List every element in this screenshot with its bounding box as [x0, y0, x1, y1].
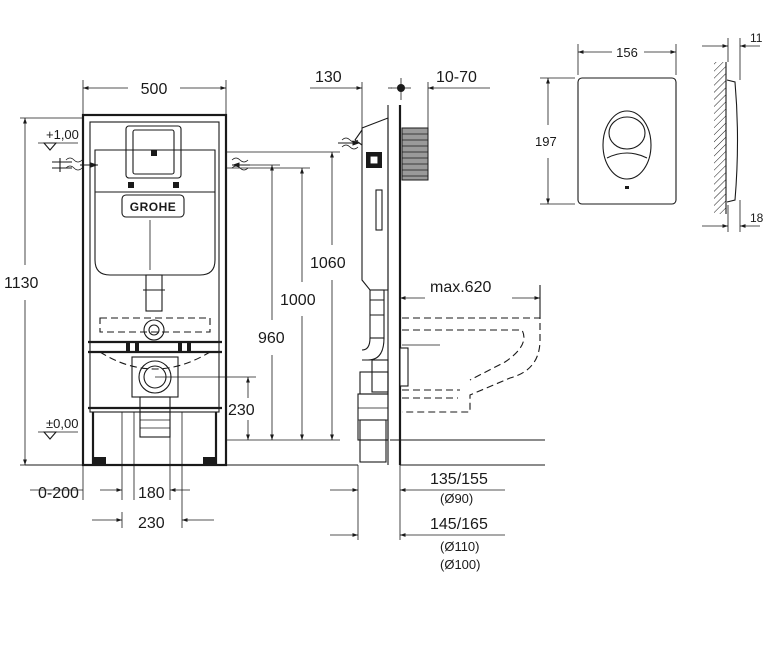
dim-230-width: 230: [138, 515, 165, 532]
side-view-dimensions: [310, 78, 540, 540]
dim-130: 130: [315, 69, 342, 86]
dim-135-155: 135/155: [430, 471, 488, 488]
dim-156: 156: [616, 45, 638, 60]
dim-197: 197: [535, 134, 557, 149]
dim-1000: 1000: [280, 292, 316, 309]
dim-10-70: 10-70: [436, 69, 477, 86]
dim-0-200: 0-200: [38, 485, 79, 502]
dim-145-165: 145/165: [430, 516, 488, 533]
dim-500: 500: [141, 81, 168, 98]
dim-11: 11: [750, 31, 763, 45]
level-plus-label: +1,00: [46, 127, 79, 142]
grohe-logo-text: GROHE: [130, 200, 177, 214]
flush-plate-front: [540, 44, 677, 205]
dim-1060: 1060: [310, 255, 346, 272]
dim-18: 18: [750, 211, 764, 225]
level-zero-label: ±0,00: [46, 416, 78, 431]
dim-d100: (Ø100): [440, 557, 480, 572]
dim-1130: 1130: [4, 275, 39, 292]
flush-plate-side: [702, 38, 760, 232]
front-view-frame: [52, 113, 250, 467]
dim-d90: (Ø90): [440, 491, 473, 506]
side-view: [338, 105, 541, 465]
dim-d110: (Ø110): [440, 539, 480, 554]
dim-960: 960: [258, 330, 285, 347]
dim-180: 180: [138, 485, 165, 502]
front-view-dimensions: [20, 80, 340, 528]
dim-max-620: max.620: [430, 279, 491, 296]
dim-230-height: 230: [228, 402, 255, 419]
